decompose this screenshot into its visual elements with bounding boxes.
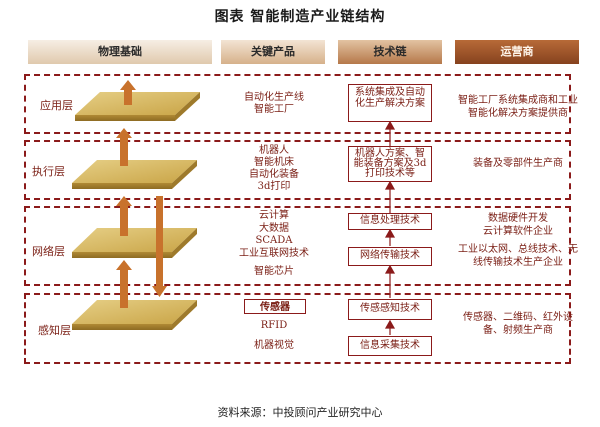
product-item: 智能机床 <box>254 157 294 168</box>
tech-box-info-collection: 信息采集技术 <box>348 336 432 356</box>
layer-name-execution: 执行层 <box>32 165 65 178</box>
product-item: 机器视觉 <box>254 340 294 351</box>
plate-execution <box>72 160 197 189</box>
operators-execution: 装备及零部件生产商 <box>473 158 563 169</box>
tech-chain-arrows <box>384 120 396 335</box>
layer-network-frame <box>24 206 571 286</box>
operators-application: 智能工厂系统集成商和工业智能化解决方案提供商 <box>458 95 578 119</box>
product-item: RFID <box>260 320 288 331</box>
up-arrows <box>116 80 136 308</box>
product-item: 云计算 <box>259 210 289 221</box>
products-execution: 机器人 智能机床 自动化装备 3d打印 <box>220 145 328 193</box>
operators-network-a: 数据硬件开发 云计算软件企业 <box>458 212 578 238</box>
header-key-products: 关键产品 <box>221 40 325 64</box>
source-note: 资料来源：中投顾问产业研究中心 <box>217 406 383 419</box>
header-physical-basis: 物理基础 <box>28 40 212 64</box>
product-item: 大数据 <box>259 222 289 234</box>
layer-application-frame <box>24 74 571 134</box>
operators-network-b: 工业以太网、总线技术、无线传输技术生产企业 <box>458 244 578 268</box>
tech-box-network-transmission: 网络传输技术 <box>348 247 432 266</box>
tech-box-application: 系统集成及自动化生产解决方案 <box>348 84 432 122</box>
product-item: 自动化生产线 <box>244 92 304 103</box>
plate-network <box>72 228 197 258</box>
operators-perception: 传感器、二维码、红外设备、射频生产商 <box>463 312 573 336</box>
product-item: 机器人 <box>259 145 289 156</box>
product-item: 工业互联网技术 <box>239 247 309 259</box>
tech-box-execution: 机器人方案、智能装备方案及3d打印技术等 <box>348 146 432 182</box>
tech-box-sensing: 传感感知技术 <box>348 299 432 320</box>
header-tech-chain: 技术链 <box>338 40 442 64</box>
product-item: 智能工厂 <box>254 104 294 115</box>
layer-execution-frame <box>24 140 571 200</box>
header-operators: 运营商 <box>455 40 579 64</box>
operator-item: 云计算软件企业 <box>483 226 553 237</box>
product-sensor-box: 传感器 <box>244 299 306 314</box>
product-item: 自动化装备 <box>249 169 299 180</box>
products-application: 自动化生产线 智能工厂 <box>220 92 328 116</box>
product-item: 智能芯片 <box>254 266 294 277</box>
products-perception: RFID 机器视觉 <box>220 320 328 352</box>
down-arrow <box>152 196 167 297</box>
product-item: 3d打印 <box>257 181 291 192</box>
layer-name-application: 应用层 <box>40 99 73 112</box>
product-item: SCADA <box>255 235 293 246</box>
layer-perception-frame <box>24 293 571 364</box>
layer-name-perception: 感知层 <box>38 324 71 337</box>
layer-name-network: 网络层 <box>32 245 65 258</box>
plate-application <box>75 92 200 121</box>
diagram-title: 图表 智能制造产业链结构 <box>214 9 386 25</box>
products-network: 云计算 大数据 SCADA 工业互联网技术 智能芯片 <box>220 210 328 279</box>
operator-item: 数据硬件开发 <box>488 213 548 224</box>
tech-box-info-processing: 信息处理技术 <box>348 213 432 230</box>
plate-perception <box>72 300 197 330</box>
